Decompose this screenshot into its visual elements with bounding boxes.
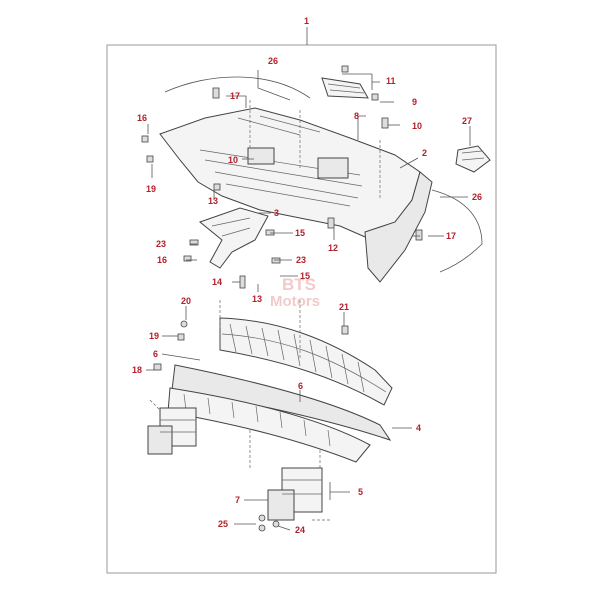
callout-4: 4 — [416, 423, 421, 433]
callout-14: 14 — [212, 277, 222, 287]
side-reflector — [455, 145, 491, 173]
callout-19a: 19 — [146, 184, 156, 194]
assembly-guides — [149, 100, 381, 521]
callout-26b: 26 — [472, 192, 482, 202]
callout-23a: 23 — [156, 239, 166, 249]
callout-6b: 6 — [298, 381, 303, 391]
callout-17a: 17 — [230, 91, 240, 101]
callout-15b: 15 — [300, 271, 310, 281]
svg-text:BTS: BTS — [282, 275, 316, 294]
lower-bracket — [267, 467, 323, 521]
energy-absorber-grille — [219, 317, 393, 406]
callout-10b: 10 — [412, 121, 422, 131]
bumper-cover — [159, 107, 433, 283]
leader-lines — [146, 70, 471, 531]
callout-24: 24 — [295, 525, 305, 535]
callout-19b: 19 — [149, 331, 159, 341]
callout-3: 3 — [274, 208, 279, 218]
callout-15a: 15 — [295, 228, 305, 238]
diagram-frame — [106, 44, 497, 574]
callout-13a: 13 — [208, 196, 218, 206]
callout-5: 5 — [358, 487, 363, 497]
upper-grille — [321, 77, 369, 99]
callout-18: 18 — [132, 365, 142, 375]
callout-27: 27 — [462, 116, 472, 126]
callout-2: 2 — [422, 148, 427, 158]
trim-strip-top — [164, 76, 311, 99]
callout-7: 7 — [235, 495, 240, 505]
callout-10a: 10 — [228, 155, 238, 165]
svg-text:Motors: Motors — [270, 293, 320, 310]
callout-20: 20 — [181, 296, 191, 306]
callout-11: 11 — [386, 76, 396, 86]
callout-9: 9 — [412, 97, 417, 107]
callout-17b: 17 — [446, 231, 456, 241]
callout-labels: 1 2 3 4 5 6 6 7 8 9 10 10 11 12 13 13 14… — [132, 16, 482, 535]
callout-25: 25 — [218, 519, 228, 529]
callout-23b: 23 — [296, 255, 306, 265]
trim-strip-right — [431, 189, 483, 273]
callout-16a: 16 — [137, 113, 147, 123]
callout-6a: 6 — [153, 349, 158, 359]
reinforcement-beam — [167, 364, 392, 463]
watermark: BTS Motors — [270, 275, 320, 310]
fasteners — [141, 65, 423, 532]
callout-8: 8 — [354, 111, 359, 121]
callout-1: 1 — [304, 16, 309, 26]
callout-21: 21 — [339, 302, 349, 312]
callout-26a: 26 — [268, 56, 278, 66]
callout-12: 12 — [328, 243, 338, 253]
callout-16b: 16 — [157, 255, 167, 265]
mounting-bracket — [198, 207, 269, 269]
left-bracket — [147, 407, 197, 455]
callout-13b: 13 — [252, 294, 262, 304]
